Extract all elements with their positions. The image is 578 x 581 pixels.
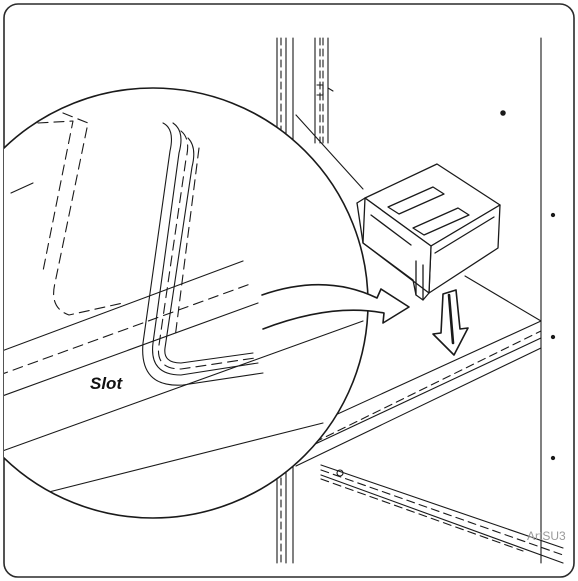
lower-shelf bbox=[295, 275, 542, 467]
assembly-diagram: Slot ArtSU3 bbox=[3, 3, 575, 578]
down-arrow-icon bbox=[432, 289, 469, 356]
slot-label: Slot bbox=[90, 374, 123, 393]
curved-arrow-icon bbox=[261, 283, 410, 330]
illustration-frame: Slot ArtSU3 bbox=[3, 3, 575, 578]
wall-hole bbox=[500, 110, 506, 116]
bin-clip bbox=[356, 163, 501, 301]
wall-hole bbox=[550, 455, 556, 461]
inner-post bbox=[314, 37, 334, 144]
wall-hole bbox=[550, 334, 556, 340]
lower-rail bbox=[320, 464, 564, 564]
shelf-back-edge bbox=[295, 114, 364, 190]
wall-hole bbox=[550, 212, 556, 218]
reference-code: ArtSU3 bbox=[527, 529, 566, 543]
